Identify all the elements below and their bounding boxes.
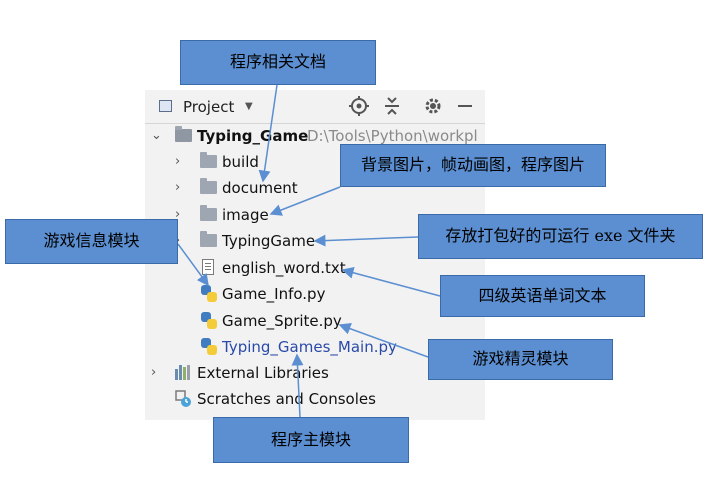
python-file-icon <box>201 312 217 329</box>
tree-item-image[interactable]: › image <box>145 202 485 228</box>
tree-item-label: Scratches and Consoles <box>197 390 376 408</box>
callout-main: 程序主模块 <box>213 417 409 463</box>
arrow-sprite <box>338 322 429 358</box>
tree-item-label: External Libraries <box>197 364 329 382</box>
tree-item-game-sprite[interactable]: Game_Sprite.py <box>145 308 485 334</box>
folder-icon <box>200 178 217 194</box>
tree-item-label: Game_Sprite.py <box>222 312 342 330</box>
arrow-exe-folder <box>313 234 419 247</box>
folder-icon <box>200 152 217 168</box>
arrow-game-info <box>177 243 209 287</box>
chevron-down-icon[interactable]: ⌄ <box>151 128 162 143</box>
folder-icon <box>200 205 217 221</box>
chevron-right-icon[interactable]: › <box>175 180 181 195</box>
minimize-icon[interactable] <box>454 96 476 118</box>
scratches-icon <box>175 390 193 408</box>
tree-item-main[interactable]: Typing_Games_Main.py <box>145 334 485 360</box>
tree-item-document[interactable]: › document <box>145 175 485 201</box>
root-name: Typing_Game <box>197 127 309 145</box>
callout-game-info: 游戏信息模块 <box>5 219 178 264</box>
arrow-main <box>291 353 304 418</box>
folder-icon <box>200 231 217 247</box>
tree-item-label: Typing_Games_Main.py <box>222 338 397 356</box>
chevron-down-icon[interactable]: ▼ <box>245 101 253 112</box>
tree-item-label: image <box>222 206 269 224</box>
tree-item-build[interactable]: › build <box>145 149 485 175</box>
tree-item-game-info[interactable]: Game_Info.py <box>145 281 485 307</box>
callout-images: 背景图片，帧动画图，程序图片 <box>340 144 606 187</box>
tree-root[interactable]: ⌄ Typing_Game D:\Tools\Python\workpl <box>145 123 485 149</box>
tree-item-label: build <box>222 153 259 171</box>
python-file-icon <box>201 285 217 302</box>
text-file-icon <box>202 259 214 275</box>
callout-exe-folder: 存放打包好的可运行 exe 文件夹 <box>418 214 703 259</box>
tree-item-scratches[interactable]: Scratches and Consoles <box>145 386 485 412</box>
callout-sprite: 游戏精灵模块 <box>428 339 613 380</box>
chevron-right-icon[interactable]: › <box>175 154 181 169</box>
tree-item-label: document <box>222 179 298 197</box>
arrow-word-list <box>341 266 441 297</box>
python-file-icon <box>201 338 217 355</box>
tree-item-external-libraries[interactable]: › External Libraries <box>145 360 485 386</box>
project-view-icon <box>159 100 172 112</box>
tree-item-label: TypingGame <box>222 232 316 250</box>
gear-icon[interactable] <box>422 96 444 118</box>
arrow-images <box>269 186 341 216</box>
tree-item-typinggame[interactable]: › TypingGame <box>145 228 485 254</box>
callout-docs: 程序相关文档 <box>180 40 376 85</box>
collapse-icon[interactable] <box>381 96 403 118</box>
tree-item-label: english_word.txt <box>222 259 346 277</box>
root-path: D:\Tools\Python\workpl <box>307 127 478 145</box>
tree-item-label: Game_Info.py <box>222 285 326 303</box>
project-title[interactable]: Project <box>183 98 235 116</box>
chevron-right-icon[interactable]: › <box>151 365 157 380</box>
folder-icon <box>175 126 192 142</box>
tree-item-english-word[interactable]: english_word.txt <box>145 255 485 281</box>
library-icon <box>175 365 192 380</box>
project-toolbar: Project ▼ <box>145 90 485 124</box>
callout-word-list: 四级英语单词文本 <box>440 275 645 317</box>
arrow-docs <box>258 84 278 183</box>
locate-icon[interactable] <box>348 96 370 118</box>
chevron-right-icon[interactable]: › <box>175 207 181 222</box>
